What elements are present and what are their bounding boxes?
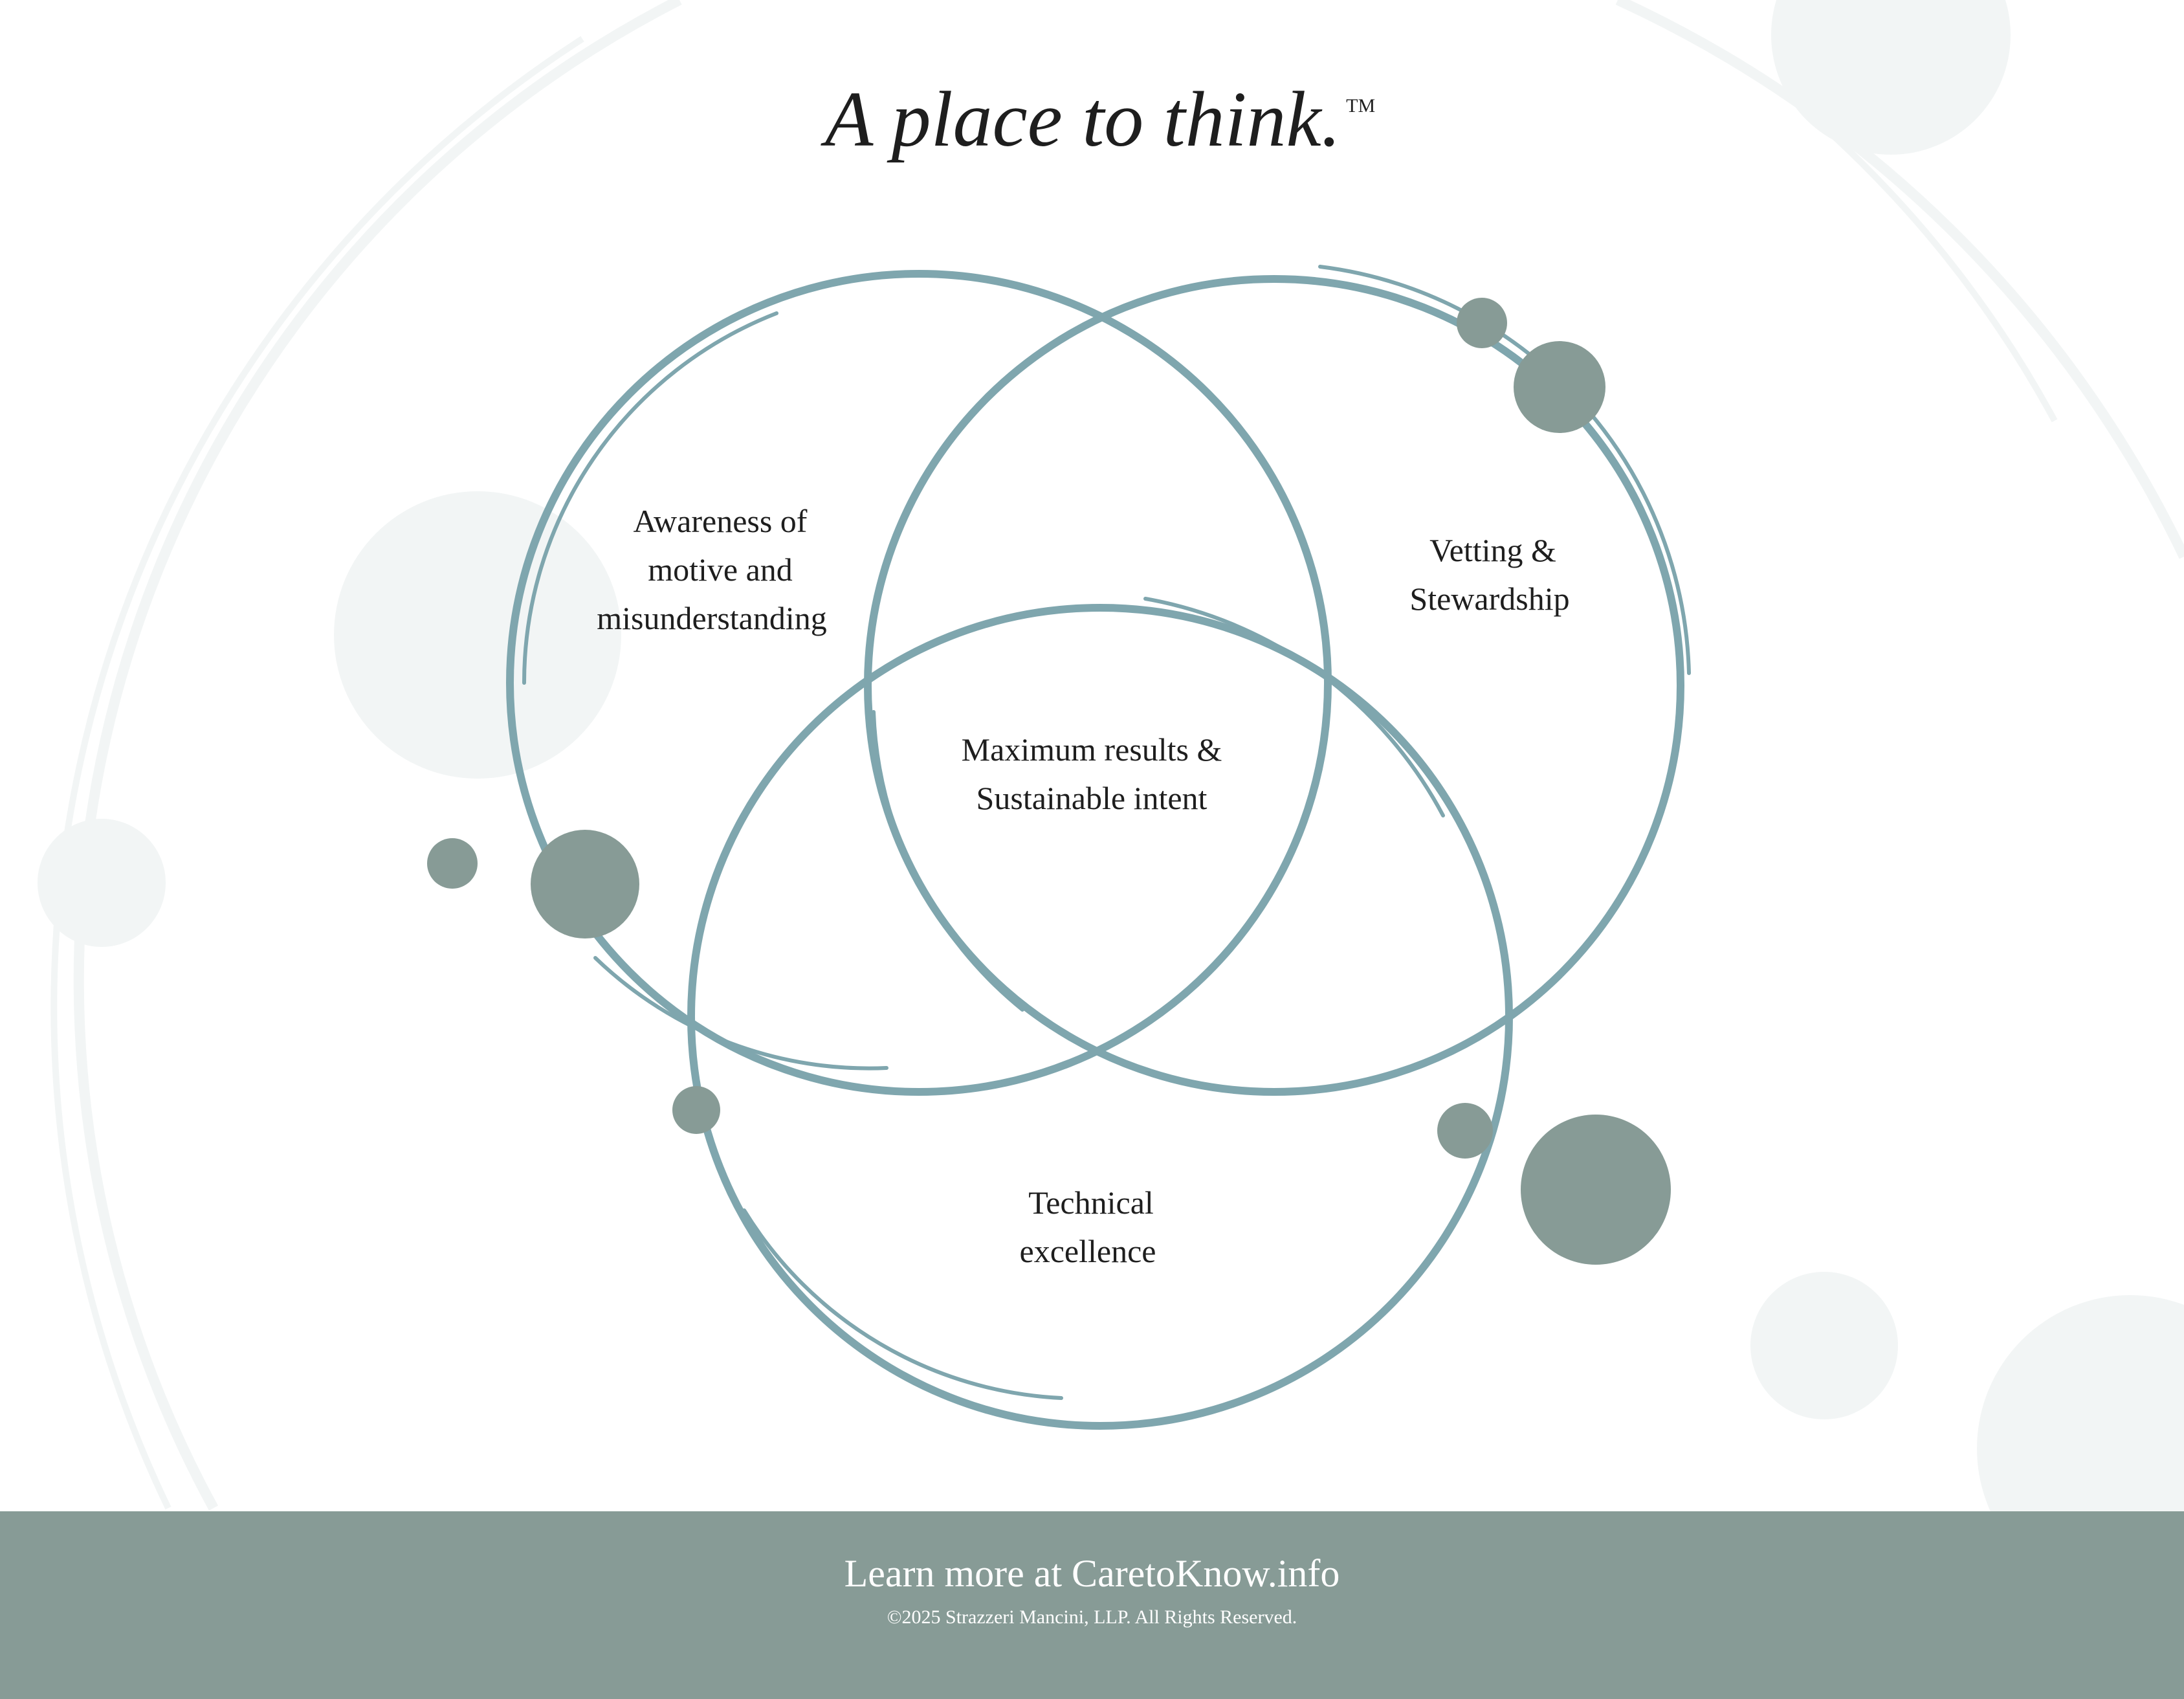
- dot: [1437, 1103, 1493, 1159]
- label-line: Stewardship: [1409, 581, 1569, 617]
- bg-arc: [73, 0, 682, 1511]
- bg-arc: [50, 36, 584, 1510]
- learn-more-link[interactable]: Learn more at CaretoKnow.info: [844, 1552, 1340, 1595]
- label-right: Vetting & Stewardship: [1409, 532, 1569, 617]
- ring-left: [506, 270, 1332, 1096]
- dot: [1514, 341, 1605, 433]
- label-line: misunderstanding: [597, 600, 827, 636]
- dot: [1457, 298, 1507, 348]
- label-line: excellence: [1020, 1233, 1156, 1269]
- background-decoration: [38, 0, 2184, 1602]
- label-line: Vetting &: [1429, 532, 1556, 568]
- bg-circle: [1771, 0, 2011, 155]
- label-line: Technical: [1028, 1184, 1154, 1221]
- label-line: Awareness of: [634, 503, 808, 539]
- bg-arc: [1615, 0, 2184, 559]
- dot: [672, 1086, 720, 1134]
- footer-banner: Learn more at CaretoKnow.info ©2025 Stra…: [0, 1511, 2184, 1699]
- bg-circle: [334, 491, 621, 779]
- ring-right-sketch: [872, 710, 1024, 1012]
- bg-circle: [38, 819, 166, 947]
- ring-right: [864, 275, 1684, 1096]
- label-left: Awareness of motive and misunderstanding: [597, 503, 827, 636]
- label-bottom: Technical excellence: [1020, 1184, 1156, 1269]
- ring-bottom-sketch: [742, 1208, 1063, 1400]
- bg-arc: [1809, 114, 2058, 423]
- bg-circle: [1750, 1272, 1898, 1419]
- ring-bottom-sketch: [1143, 597, 1445, 817]
- label-center: Maximum results & Sustainable intent: [962, 731, 1222, 816]
- copyright-text: ©2025 Strazzeri Mancini, LLP. All Rights…: [887, 1606, 1297, 1628]
- label-line: Sustainable intent: [976, 780, 1208, 816]
- accent-dots: [427, 298, 1671, 1265]
- dot: [1521, 1115, 1671, 1265]
- title-text: A place to think.: [821, 76, 1341, 163]
- ring-left-sketch: [522, 311, 778, 685]
- dot: [427, 838, 478, 889]
- page-title: A place to think.TM: [821, 76, 1375, 163]
- dot: [531, 830, 639, 938]
- trademark-symbol: TM: [1346, 95, 1375, 117]
- label-line: Maximum results &: [962, 731, 1222, 768]
- label-line: motive and: [648, 551, 793, 588]
- ring-left-sketch: [593, 956, 888, 1071]
- ring-bottom: [687, 604, 1513, 1430]
